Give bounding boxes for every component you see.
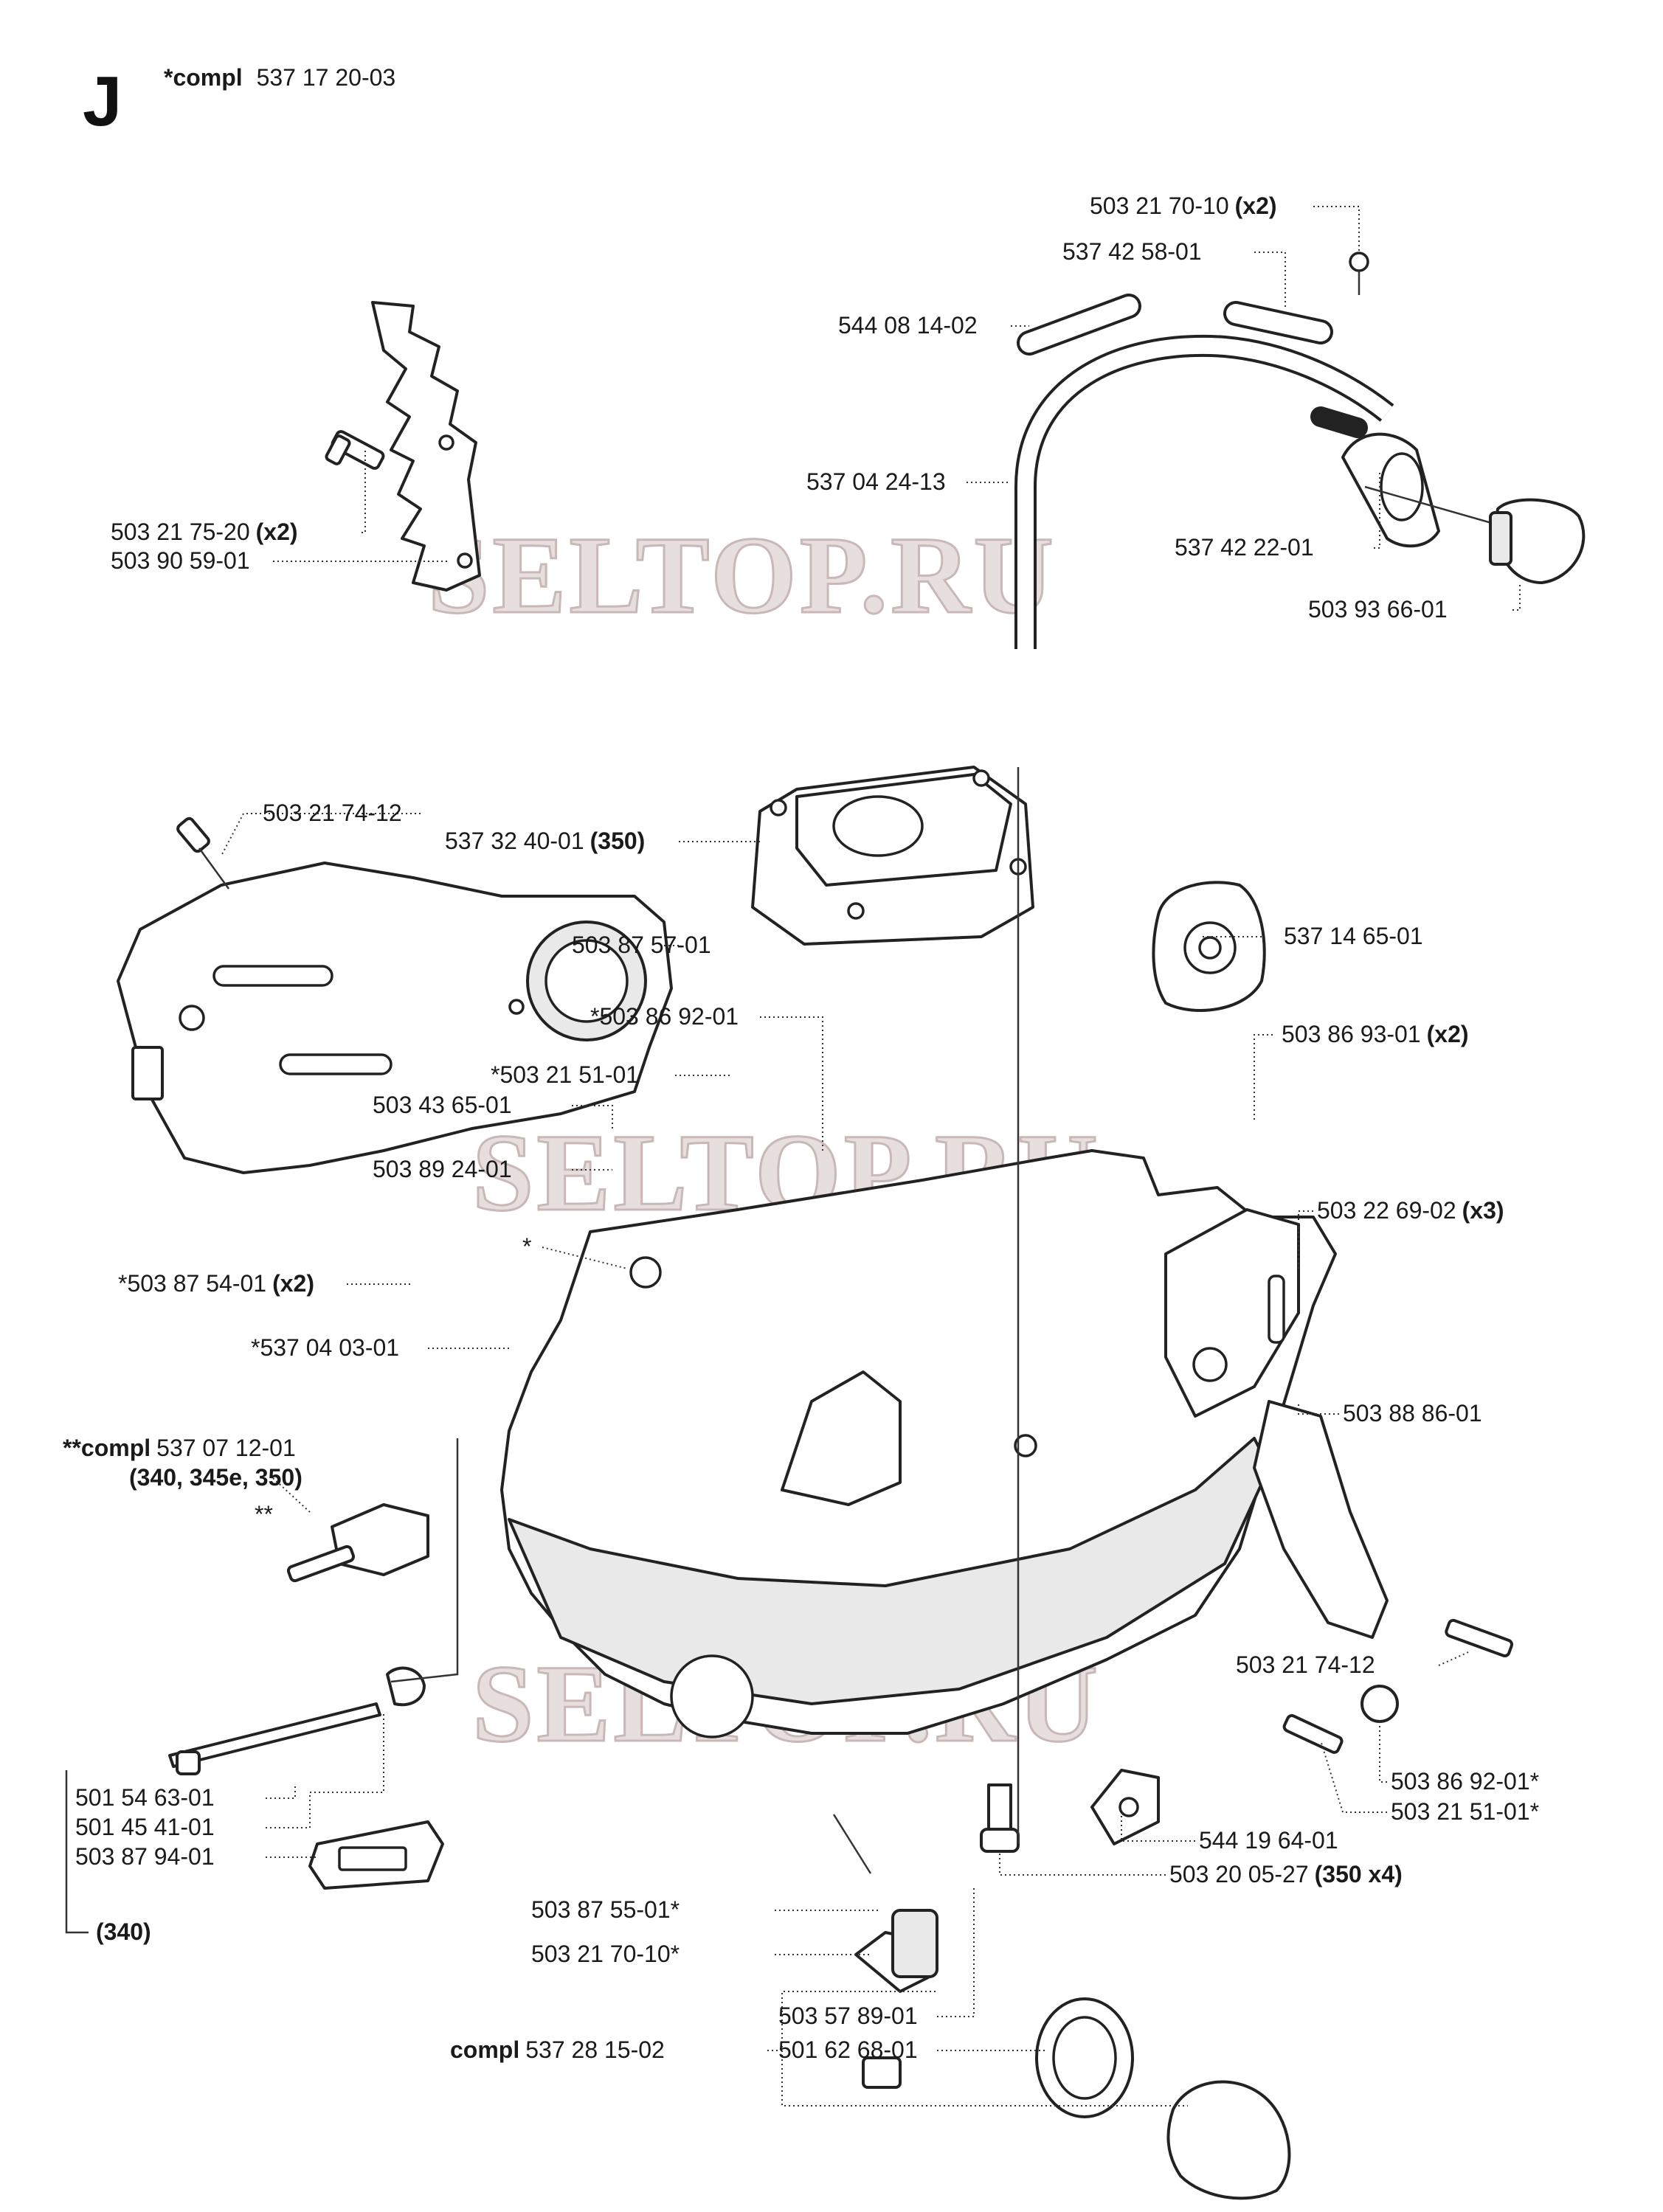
label-501-54-63-01: 501 54 63-01 — [75, 1784, 215, 1811]
clutch-cover-drawing — [117, 817, 673, 1174]
label-537-04-24-13: 537 04 24-13 — [806, 468, 946, 495]
label-544-08-14-02: 544 08 14-02 — [838, 312, 978, 339]
label-537-14-65-01: 537 14 65-01 — [1284, 923, 1423, 949]
label-537-42-22-01: 537 42 22-01 — [1175, 534, 1314, 561]
label-503-86-93-01-x2: 503 86 93-01(x2) — [1282, 1021, 1469, 1047]
label-503-21-51-01-star: *503 21 51-01 — [491, 1061, 639, 1088]
label-544-19-64-01: 544 19 64-01 — [1199, 1827, 1338, 1854]
kit-number: 537 17 20-03 — [257, 64, 396, 91]
label-503-87-55-01-trailing-star: 503 87 55-01* — [531, 1896, 680, 1923]
label-503-86-92-01-trailing-star: 503 86 92-01* — [1391, 1768, 1539, 1795]
label-503-21-74-12-top: 503 21 74-12 — [263, 800, 402, 826]
label-537-32-40-01-350: 537 32 40-01(350) — [445, 828, 645, 854]
label-503-86-92-01-star: *503 86 92-01 — [590, 1003, 739, 1030]
label-503-21-51-01-trailing-star: 503 21 51-01* — [1391, 1798, 1539, 1825]
intake-seal-drawing — [1152, 881, 1266, 1012]
label-537-42-58-01: 537 42 58-01 — [1062, 238, 1202, 265]
label-503-21-74-12-bottom: 503 21 74-12 — [1236, 1651, 1375, 1678]
label-503-57-89-01: 503 57 89-01 — [778, 2003, 918, 2029]
label-503-21-70-10-x2: 503 21 70-10(x2) — [1090, 193, 1277, 219]
label-503-88-86-01: 503 88 86-01 — [1343, 1400, 1482, 1426]
label-503-93-66-01: 503 93 66-01 — [1308, 596, 1448, 623]
label-503-21-75-20-x2: 503 21 75-20(x2) — [111, 519, 298, 545]
kit-prefix: *compl — [164, 64, 243, 91]
label-503-87-54-01-x2: *503 87 54-01(x2) — [118, 1270, 314, 1297]
label-503-43-65-01: 503 43 65-01 — [373, 1092, 512, 1118]
side-deflector-drawing — [980, 1400, 1514, 1853]
oil-cap-drawing — [832, 1814, 1291, 2200]
fuel-line-drawing — [1014, 252, 1586, 649]
section-letter: J — [83, 62, 122, 141]
label-503-22-69-02-x3: 503 22 69-02(x3) — [1317, 1197, 1504, 1224]
leader-lines — [65, 206, 1521, 2107]
label-503-87-57-01: 503 87 57-01 — [572, 932, 711, 958]
bumper-spike-drawing — [325, 301, 481, 592]
label-501-45-41-01: 501 45 41-01 — [75, 1814, 215, 1840]
label-503-21-70-10-trailing-star: 503 21 70-10* — [531, 1941, 680, 1967]
label-503-89-24-01: 503 89 24-01 — [373, 1156, 512, 1182]
label-503-90-59-01: 503 90 59-01 — [111, 547, 250, 574]
label-double-star: ** — [255, 1501, 273, 1528]
label-star: * — [522, 1233, 531, 1260]
label-503-87-94-01: 503 87 94-01 — [75, 1843, 215, 1870]
cylinder-plate-drawing — [751, 766, 1034, 946]
label-501-62-68-01: 501 62 68-01 — [778, 2036, 918, 2063]
chain-tensioner-drawing — [168, 1503, 444, 1890]
label-503-20-05-27-350x4: 503 20 05-27(350 x4) — [1169, 1861, 1403, 1887]
label-537-04-03-01-star: *537 04 03-01 — [251, 1334, 399, 1361]
compl-537-07-12-01-models: (340, 345e, 350) — [129, 1464, 302, 1491]
watermark-1: SELTOP.RU — [428, 514, 1057, 637]
kit-heading: *compl 537 17 20-03 — [164, 64, 395, 91]
crankcase-drawing — [500, 1149, 1337, 1738]
model-note-340: (340) — [96, 1918, 151, 1945]
